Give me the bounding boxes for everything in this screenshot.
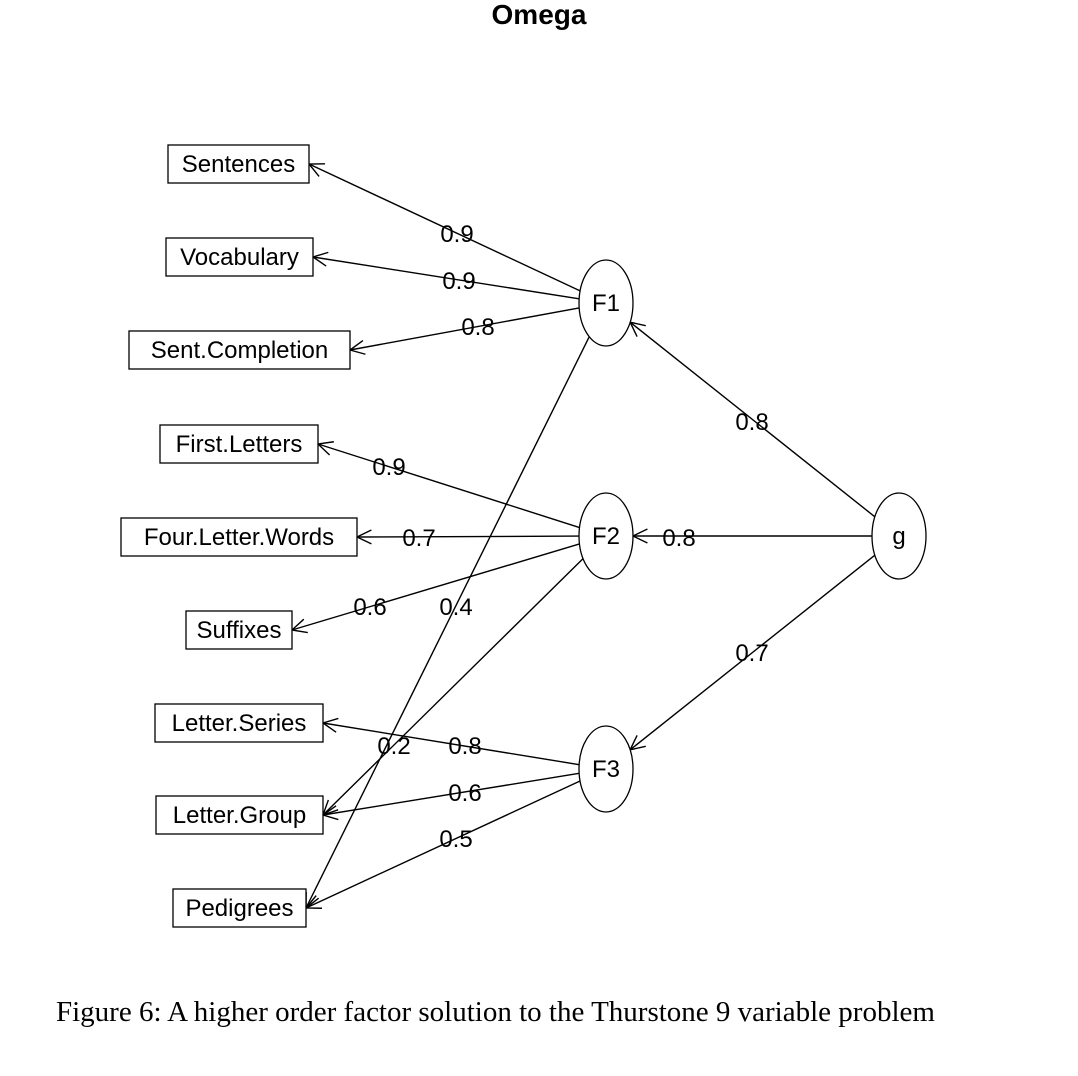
factor-label: F3 bbox=[592, 756, 620, 783]
edge-loading-label: 0.7 bbox=[402, 525, 435, 552]
edge-labels-layer: 0.8 0.8 0.7 0.9 0.9 0.8 0.4 0.9 0.7 0.6 0.2 0.8 0.6 0… bbox=[353, 221, 768, 853]
variable-label: First.Letters bbox=[176, 431, 303, 458]
variable-node-vocabulary: Vocabulary bbox=[165, 237, 314, 277]
variable-node-sentences: Sentences bbox=[167, 144, 310, 184]
variable-box bbox=[159, 424, 319, 464]
variable-node-first-letters: First.Letters bbox=[159, 424, 319, 464]
edge-line bbox=[322, 722, 580, 766]
edge-loading-label: 0.9 bbox=[372, 454, 405, 481]
figure-caption: Figure 6: A higher order factor solution… bbox=[56, 996, 935, 1028]
factor-label: F1 bbox=[592, 290, 620, 317]
variable-box bbox=[120, 517, 358, 557]
variable-node-four-letter-words: Four.Letter.Words bbox=[120, 517, 358, 557]
variable-box bbox=[165, 237, 314, 277]
factor-node-f2: F2 bbox=[578, 492, 634, 580]
factor-label: F2 bbox=[592, 523, 620, 550]
edge-line bbox=[308, 163, 581, 292]
edge-f2-to-suffixes bbox=[290, 543, 580, 634]
diagram-title: Omega bbox=[491, 0, 587, 30]
variable-label: Letter.Series bbox=[172, 710, 307, 737]
edge-line bbox=[629, 321, 876, 518]
edge-f2-to-first-letters bbox=[316, 441, 580, 529]
edge-loading-label: 0.8 bbox=[662, 525, 695, 552]
factor-ellipse bbox=[578, 259, 634, 347]
variable-node-letter-series: Letter.Series bbox=[154, 703, 324, 743]
factor-node-g: g bbox=[871, 492, 927, 580]
edge-f2-to-four-letter-words bbox=[355, 529, 580, 545]
factor-label: g bbox=[892, 523, 905, 550]
factor-node-f3: F3 bbox=[578, 725, 634, 813]
variable-node-sent-completion: Sent.Completion bbox=[128, 330, 351, 370]
edge-loading-label: 0.8 bbox=[735, 409, 768, 436]
variable-box bbox=[154, 703, 324, 743]
variable-label: Suffixes bbox=[197, 617, 282, 644]
edge-line bbox=[356, 535, 580, 538]
variable-node-letter-group: Letter.Group bbox=[155, 795, 324, 835]
edge-line bbox=[629, 554, 876, 751]
edge-loading-label: 0.2 bbox=[377, 733, 410, 760]
variable-box bbox=[155, 795, 324, 835]
edge-loading-label: 0.4 bbox=[439, 594, 472, 621]
variable-label: Sent.Completion bbox=[151, 337, 328, 364]
edge-line bbox=[305, 336, 590, 909]
edge-loading-label: 0.9 bbox=[440, 221, 473, 248]
edge-line bbox=[322, 772, 580, 816]
variable-node-suffixes: Suffixes bbox=[185, 610, 293, 650]
edge-loading-label: 0.9 bbox=[442, 268, 475, 295]
edge-loading-label: 0.5 bbox=[439, 826, 472, 853]
edge-loading-label: 0.8 bbox=[461, 314, 494, 341]
edge-line bbox=[305, 780, 581, 909]
variable-label: Four.Letter.Words bbox=[144, 524, 334, 551]
variable-label: Letter.Group bbox=[173, 802, 306, 829]
edge-loading-label: 0.7 bbox=[735, 640, 768, 667]
nodes-layer: SentencesVocabularySent.CompletionFirst.… bbox=[120, 144, 927, 928]
edge-loading-label: 0.6 bbox=[353, 594, 386, 621]
edge-line bbox=[312, 256, 580, 300]
variable-box bbox=[128, 330, 351, 370]
edge-loading-label: 0.6 bbox=[448, 780, 481, 807]
variable-box bbox=[185, 610, 293, 650]
edge-line bbox=[349, 307, 580, 351]
variable-box bbox=[167, 144, 310, 184]
factor-diagram: SentencesVocabularySent.CompletionFirst.… bbox=[120, 144, 927, 928]
variable-label: Vocabulary bbox=[180, 244, 299, 271]
variable-label: Pedigrees bbox=[185, 895, 293, 922]
edge-loading-label: 0.8 bbox=[448, 733, 481, 760]
factor-ellipse bbox=[871, 492, 927, 580]
factor-ellipse bbox=[578, 492, 634, 580]
edge-f1-to-pedigrees bbox=[305, 336, 590, 910]
variable-box bbox=[172, 888, 307, 928]
variable-node-pedigrees: Pedigrees bbox=[172, 888, 307, 928]
edge-line bbox=[317, 443, 580, 529]
factor-node-f1: F1 bbox=[578, 259, 634, 347]
edge-line bbox=[322, 558, 584, 816]
edge-line bbox=[291, 543, 580, 631]
variable-label: Sentences bbox=[182, 151, 295, 178]
factor-ellipse bbox=[578, 725, 634, 813]
